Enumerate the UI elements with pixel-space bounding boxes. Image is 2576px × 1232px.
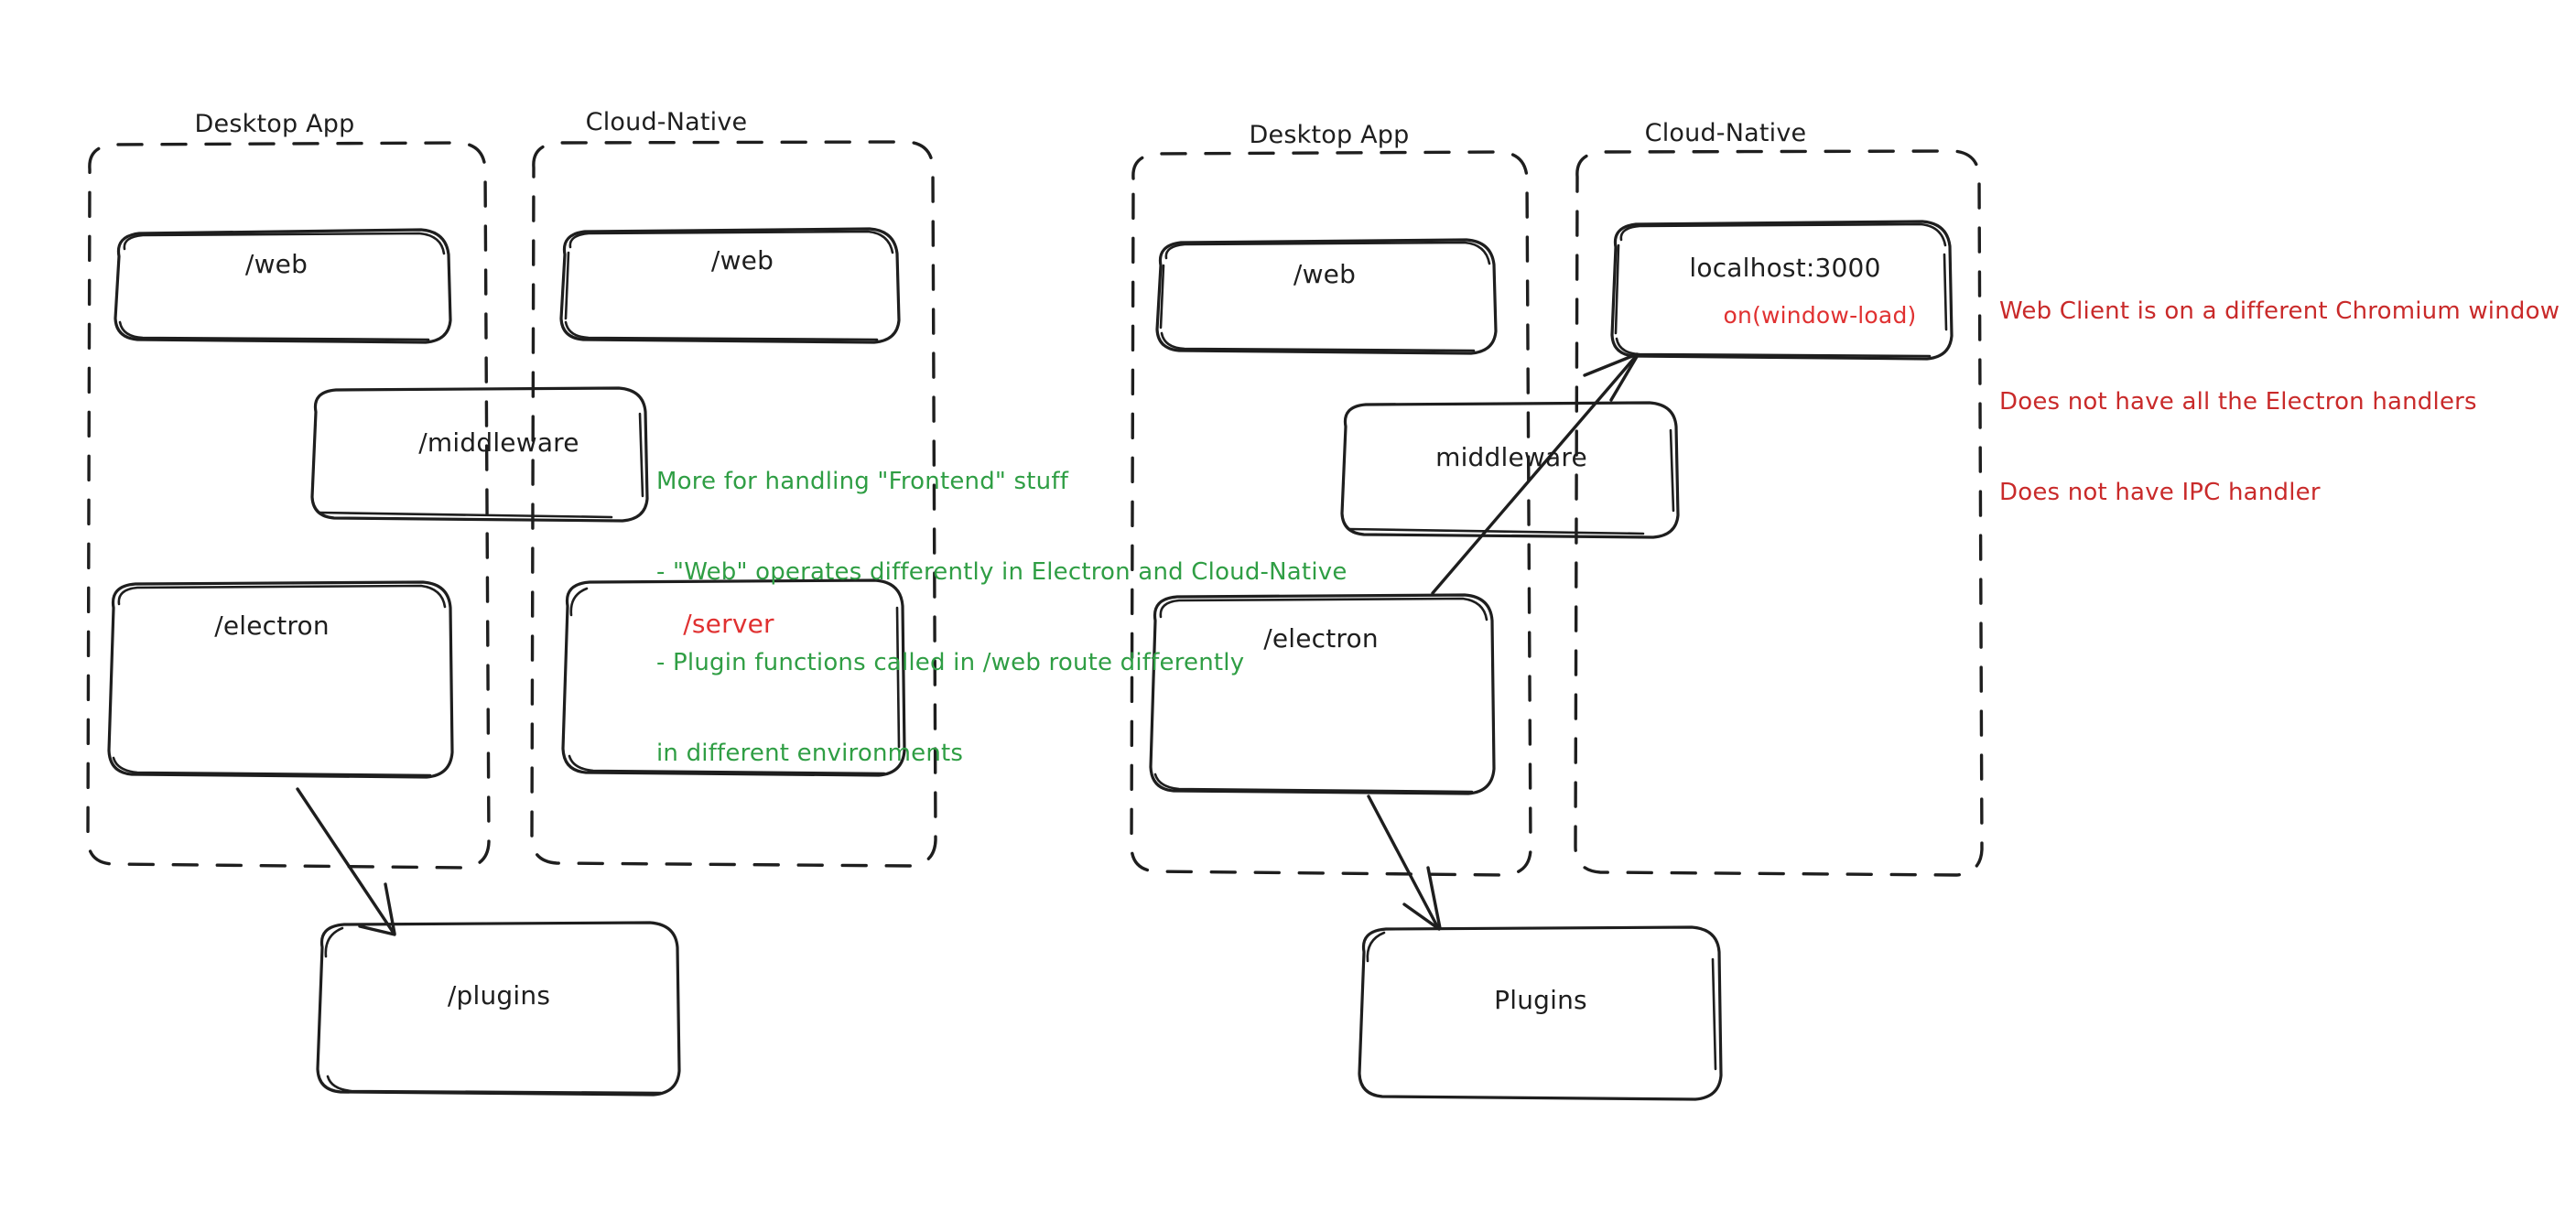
left-cloud-native-title: Cloud-Native <box>585 108 748 136</box>
right-electron-to-localhost-arrow <box>1431 352 1640 595</box>
left-server-label: /server <box>683 609 774 639</box>
right-localhost-sublabel: on(window-load) <box>1723 302 1917 329</box>
right-electron-to-plugins-arrow <box>1367 794 1442 931</box>
right-red-note-line-1: Web Client is on a different Chromium wi… <box>1999 297 2560 325</box>
left-desktop-app-title: Desktop App <box>194 110 355 138</box>
left-green-note: More for handling "Frontend" stuff - "We… <box>656 406 1348 829</box>
left-green-note-line-2: - "Web" operates differently in Electron… <box>656 558 1348 586</box>
left-desktop-web-shape[interactable] <box>114 228 452 344</box>
right-red-note-line-2: Does not have all the Electron handlers <box>1999 388 2477 416</box>
left-electron-label: /electron <box>214 611 330 641</box>
right-localhost-label: localhost:3000 <box>1689 253 1881 283</box>
right-plugins-label: Plugins <box>1494 985 1587 1015</box>
left-plugins-label: /plugins <box>447 980 551 1010</box>
right-desktop-web-label: /web <box>1293 259 1357 289</box>
right-localhost-shape[interactable] <box>1610 220 1954 361</box>
left-green-note-line-4: in different environments <box>656 740 964 767</box>
left-middleware-label: /middleware <box>418 427 579 458</box>
right-middleware-label: middleware <box>1435 442 1587 472</box>
right-red-note-line-3: Does not have IPC handler <box>1999 479 2321 506</box>
left-desktop-web-label: /web <box>244 249 308 279</box>
left-green-note-line-3: - Plugin functions called in /web route … <box>656 649 1245 676</box>
right-desktop-web-shape[interactable] <box>1155 238 1498 355</box>
right-desktop-app-title: Desktop App <box>1249 121 1410 149</box>
right-electron-label: /electron <box>1263 623 1379 654</box>
left-cloud-web-label: /web <box>710 245 774 276</box>
left-electron-to-plugins-arrow <box>296 787 396 936</box>
right-red-note: Web Client is on a different Chromium wi… <box>1999 236 2560 568</box>
right-cloud-native-title: Cloud-Native <box>1644 119 1807 147</box>
left-green-note-line-1: More for handling "Frontend" stuff <box>656 468 1069 495</box>
